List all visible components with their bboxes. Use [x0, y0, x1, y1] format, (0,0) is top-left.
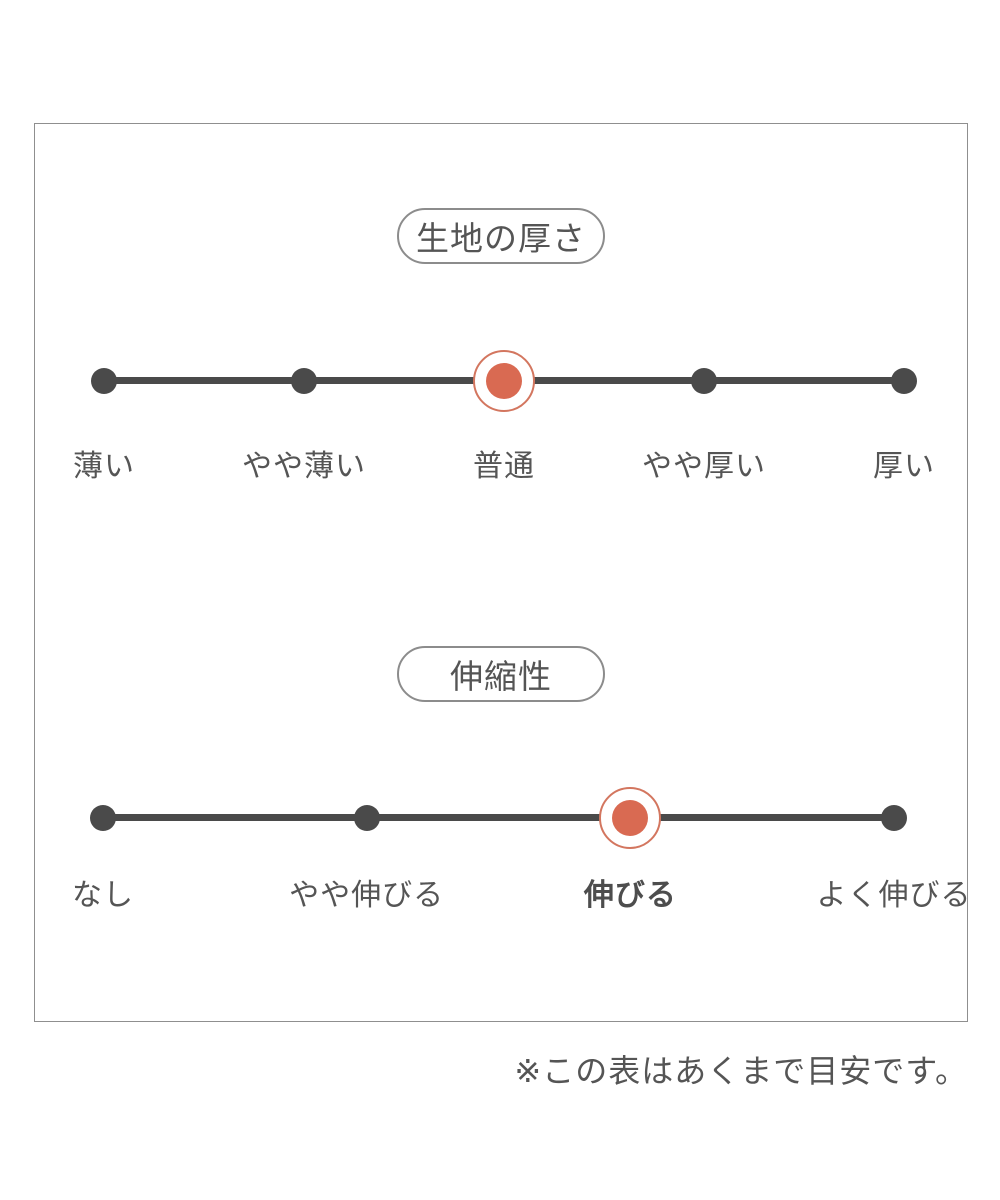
spec-chart-frame: 生地の厚さ 薄い やや薄い 普通 やや厚い 厚い 伸縮性 なし やや伸びる 伸びる よく伸びる [34, 123, 971, 1022]
stretch-title-pill: 伸縮性 [397, 646, 605, 702]
scale-option-label: 普通 [473, 450, 535, 483]
scale-dot [91, 367, 117, 394]
scale-option-label: 伸びる [583, 879, 677, 912]
disclaimer-note: ※この表はあくまで目安です。 [514, 1053, 968, 1089]
stretch-scale-track [90, 786, 907, 849]
scale-dot [353, 804, 380, 831]
thickness-title-label: 生地の厚さ [416, 220, 586, 257]
scale-option-label: なし [72, 879, 134, 912]
scale-option-label: やや厚い [642, 450, 766, 483]
scale-option-label: やや伸びる [289, 879, 445, 912]
stretch-scale-labels: なし やや伸びる 伸びる よく伸びる [72, 870, 971, 912]
scale-option-label: 薄い [73, 450, 135, 483]
scale-dot [90, 804, 116, 831]
selected-dot [612, 799, 649, 836]
stretch-title-label: 伸縮性 [450, 658, 552, 695]
scale-dot [691, 367, 717, 394]
scale-dot [891, 367, 917, 394]
scale-dot [291, 367, 317, 394]
scale-option-label: やや薄い [242, 450, 366, 483]
selected-marker-ring [599, 786, 662, 849]
selected-marker-ring [473, 349, 535, 412]
scale-dot [881, 804, 907, 831]
thickness-scale-track [91, 349, 917, 412]
selected-dot [486, 362, 522, 399]
thickness-title-pill: 生地の厚さ [397, 208, 605, 264]
thickness-scale-labels: 薄い やや薄い 普通 やや厚い 厚い [73, 441, 934, 483]
scale-option-label: よく伸びる [816, 879, 972, 912]
scale-option-label: 厚い [873, 450, 935, 483]
